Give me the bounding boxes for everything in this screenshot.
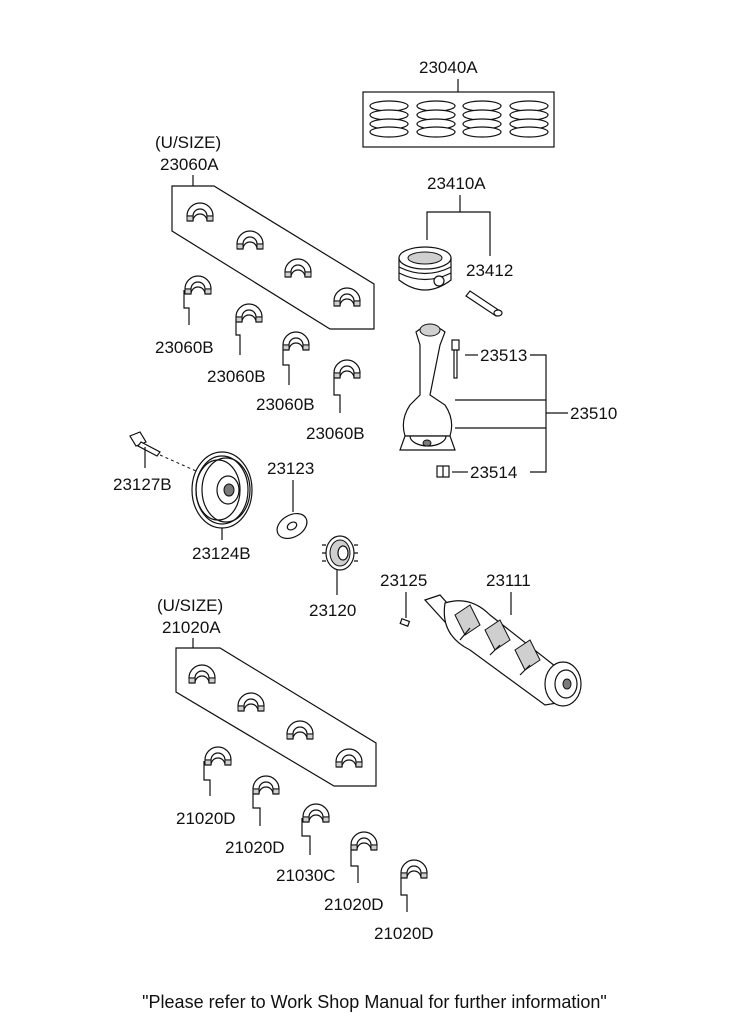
piston-pin-icon [465, 290, 503, 317]
leader-23060B-4 [333, 374, 341, 413]
label-23124B: 23124B [192, 544, 251, 563]
ring-set-icon [416, 100, 456, 138]
bearing-icon [282, 331, 310, 351]
leader-23060B-1 [183, 290, 190, 325]
label-23060B-3: 23060B [256, 395, 315, 414]
bearing-icon [284, 258, 312, 278]
ring-set-icon [462, 100, 502, 138]
label-23123: 23123 [267, 459, 314, 478]
leader-23060B-3 [282, 346, 290, 385]
connecting-rod-icon [399, 323, 456, 451]
bearing-icon [235, 303, 263, 323]
bearing-icon [333, 359, 361, 379]
bearing-icon [350, 831, 378, 851]
leader-21020D-3 [350, 846, 359, 883]
bearing-icon [400, 859, 428, 879]
conrod-bolt-icon [451, 339, 460, 379]
usize-label-1: (U/SIZE) [155, 133, 221, 152]
leader-23410A-a [426, 195, 461, 240]
label-23514: 23514 [470, 463, 517, 482]
leader-21020D-2 [252, 790, 261, 826]
damper-pulley-icon [191, 451, 253, 529]
leader-21020D-4 [400, 874, 408, 912]
leader-23060B-2 [235, 318, 241, 355]
label-23513: 23513 [480, 346, 527, 365]
bearing-icon [236, 230, 264, 250]
bearing-icon [186, 202, 214, 222]
label-21020D-1: 21020D [176, 809, 236, 828]
leader-21020D-1 [203, 761, 211, 796]
bearing-icon [237, 692, 265, 712]
label-23125: 23125 [380, 571, 427, 590]
label-21020D-2: 21020D [225, 838, 285, 857]
bearing-icon [302, 803, 330, 823]
bearing-icon [188, 664, 216, 684]
label-21020D-4: 21020D [374, 924, 434, 943]
label-23127B: 23127B [113, 475, 172, 494]
bearing-set-box-lower [175, 647, 377, 787]
crankshaft-icon [423, 594, 582, 707]
label-23060A: 23060A [160, 155, 219, 174]
footer-note: "Please refer to Work Shop Manual for fu… [142, 992, 607, 1012]
bolt-axis-line [159, 454, 206, 476]
washer-icon [276, 512, 308, 540]
label-23510: 23510 [570, 404, 617, 423]
label-21020D-3: 21020D [324, 895, 384, 914]
bearing-icon [286, 720, 314, 740]
bearing-icon [204, 746, 232, 766]
leader-21030C [301, 818, 311, 855]
bearing-icon [333, 287, 361, 307]
piston-icon [398, 246, 452, 291]
bracket-23510 [530, 354, 547, 473]
ring-set-icon [509, 100, 549, 138]
label-21020A: 21020A [162, 618, 221, 637]
ring-set-icon [369, 100, 409, 138]
parts-diagram: 23040A (U/SIZE) 23060A 23060B 23060B 230… [113, 58, 617, 943]
label-21030C: 21030C [276, 866, 336, 885]
conrod-nut-icon [436, 465, 450, 478]
leader-23410A-b [460, 211, 491, 256]
label-23060B-1: 23060B [155, 338, 214, 357]
label-23412: 23412 [466, 261, 513, 280]
label-23410A: 23410A [427, 174, 486, 193]
bearing-set-box-upper [171, 185, 375, 330]
woodruff-key-icon [399, 617, 411, 627]
bearing-icon [335, 748, 363, 768]
label-23111: 23111 [486, 571, 531, 590]
bearing-icon [184, 275, 212, 295]
bearing-icon [252, 775, 280, 795]
label-23060B-2: 23060B [207, 367, 266, 386]
label-23040A: 23040A [419, 58, 478, 77]
usize-label-2: (U/SIZE) [157, 596, 223, 615]
pulley-bolt-icon [129, 431, 161, 457]
label-23120: 23120 [309, 601, 356, 620]
sprocket-icon [322, 535, 358, 571]
ring-set-box [362, 91, 555, 148]
label-23060B-4: 23060B [306, 424, 365, 443]
